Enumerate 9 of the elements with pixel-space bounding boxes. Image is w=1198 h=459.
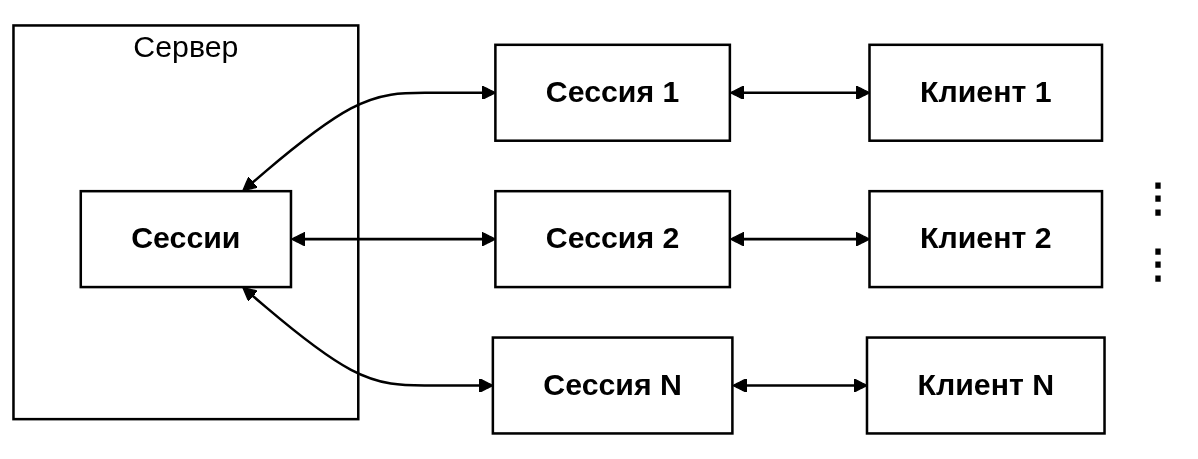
node-box: Клиент 1 bbox=[868, 43, 1104, 142]
node-box: Сессия 2 bbox=[494, 189, 732, 289]
node-box: Клиент N bbox=[865, 336, 1106, 435]
node-box: Сессия N bbox=[491, 336, 734, 435]
node-box: Клиент 2 bbox=[868, 189, 1104, 289]
ellipsis-mark: ⋮ bbox=[1138, 173, 1178, 220]
ellipsis-mark: ⋮ bbox=[1138, 239, 1178, 286]
node-box: Сессии bbox=[79, 189, 293, 289]
node-box: Сессия 1 bbox=[494, 43, 732, 142]
